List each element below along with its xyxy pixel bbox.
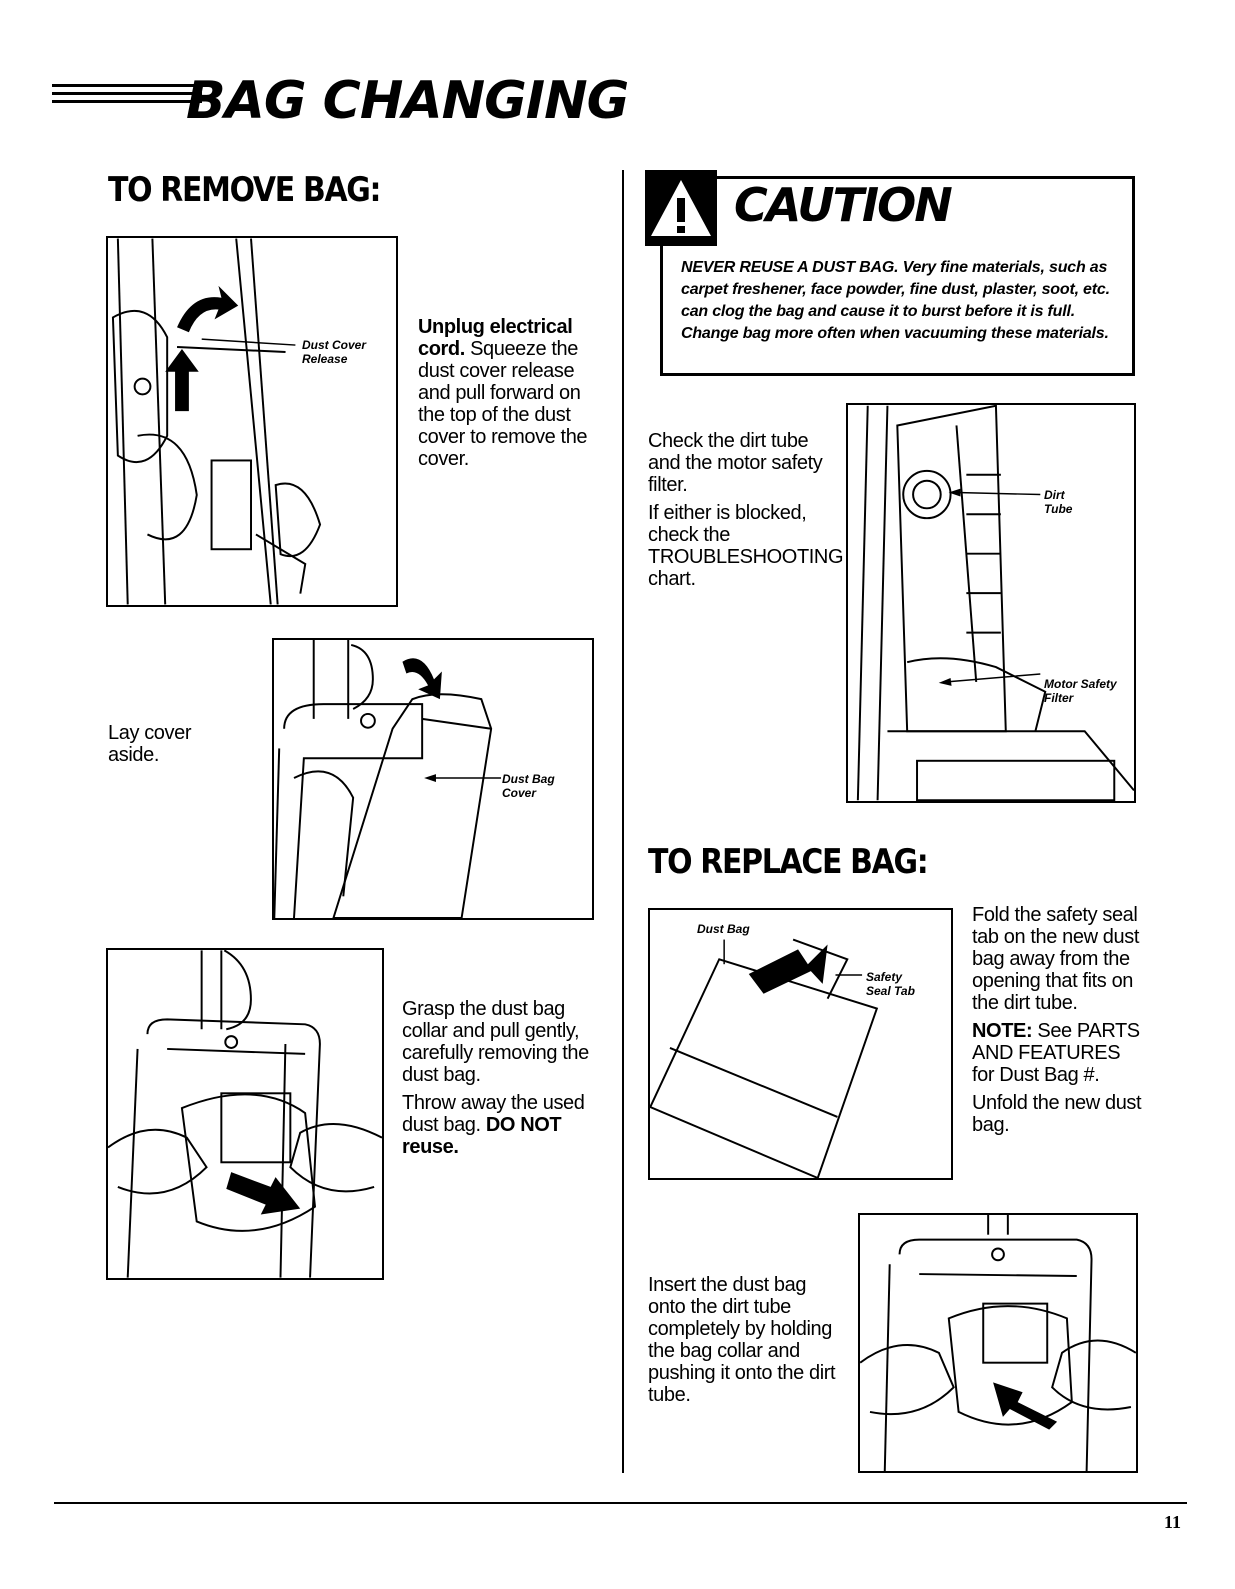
page-title: BAG CHANGING [186,71,629,131]
replace-step1-text: Fold the safety seal tab on the new dust… [972,904,1142,1136]
remove-step3-text: Grasp the dust bag collar and pull gentl… [402,998,589,1158]
warning-triangle-icon [645,170,717,246]
vacuum-illustration [111,238,322,605]
caution-body: NEVER REUSE A DUST BAG. Very fine materi… [681,259,1110,342]
caution-title: CAUTION [734,178,953,232]
figure-remove-dust-bag [106,948,384,1280]
page-number: 11 [1164,1512,1182,1532]
figure-dust-cover-release [106,236,398,607]
remove-step1-text: Unplug electrical cord. Squeeze the dust… [418,316,588,470]
dust-bag-illustration [650,938,879,1178]
hands-inserting-bag-illustration [860,1215,1136,1471]
hands-removing-bag-illustration [108,950,382,1278]
caution-box [660,176,1135,376]
figure-fold-safety-tab [648,908,953,1180]
figure-dust-bag-cover [272,638,594,920]
vacuum-interior-illustration [856,405,1134,801]
figure-dirt-tube-motor-filter [846,403,1136,803]
replace-step2-text: Insert the dust bag onto the dirt tube c… [648,1274,836,1406]
callout-dust-bag: Dust Bag [697,922,750,936]
footer-rule [54,1502,1187,1504]
column-divider [622,170,624,1473]
remove-bag-heading: TO REMOVE BAG: [108,170,381,210]
vacuum-open-cover-illustration [274,640,502,918]
remove-step2-text: Lay cover aside. [108,722,192,766]
figure-insert-dust-bag [858,1213,1138,1473]
replace-bag-heading: TO REPLACE BAG: [648,842,929,882]
check-text: Check the dirt tube and the motor safety… [648,430,844,590]
page-title-block: BAG CHANGING [52,70,672,140]
title-rule-lines [52,84,202,108]
